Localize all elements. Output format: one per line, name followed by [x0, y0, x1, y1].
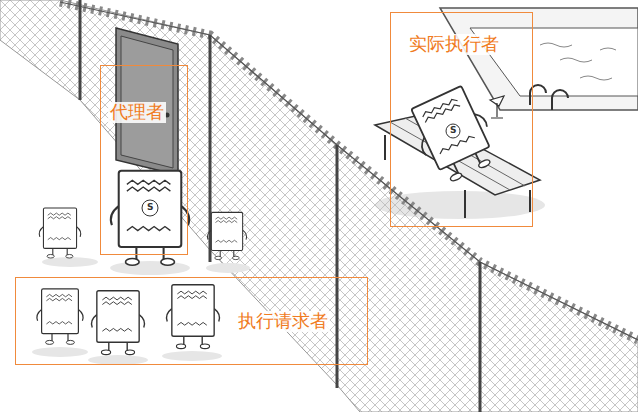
- annotation-label: 实际执行者: [407, 34, 501, 55]
- annotation-label: 执行请求者: [236, 311, 330, 332]
- badge-letter: S: [147, 203, 153, 212]
- annotation-box: 执行请求者: [15, 277, 368, 365]
- badge-letter: S: [450, 126, 456, 135]
- annotation-box: 代理者: [100, 65, 188, 255]
- annotation-label: 代理者: [108, 102, 166, 123]
- annotation-box: 实际执行者: [390, 12, 533, 227]
